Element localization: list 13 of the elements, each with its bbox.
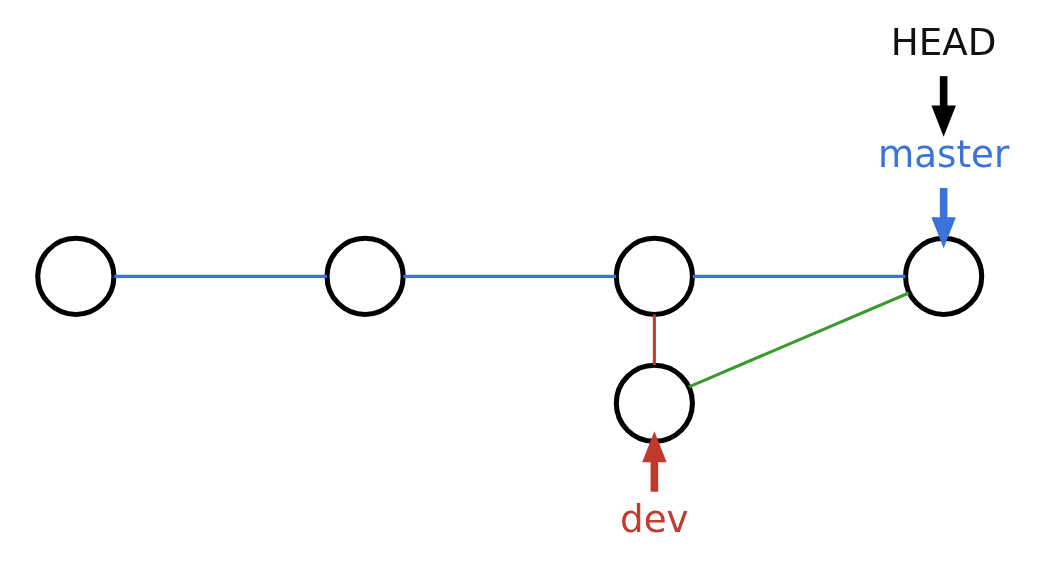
- node-circle: [324, 235, 406, 317]
- node-circle: [902, 235, 984, 317]
- connector: [403, 274, 616, 278]
- node-circle: [613, 235, 695, 317]
- node-text: master: [877, 131, 1009, 176]
- connector: [113, 274, 327, 278]
- connector: [692, 274, 905, 278]
- node-text: dev: [619, 497, 689, 541]
- node-circle: [34, 235, 116, 317]
- connector: [687, 291, 909, 389]
- node-circle: [613, 362, 695, 444]
- node-text: HEAD: [890, 19, 996, 64]
- connector: [652, 314, 656, 365]
